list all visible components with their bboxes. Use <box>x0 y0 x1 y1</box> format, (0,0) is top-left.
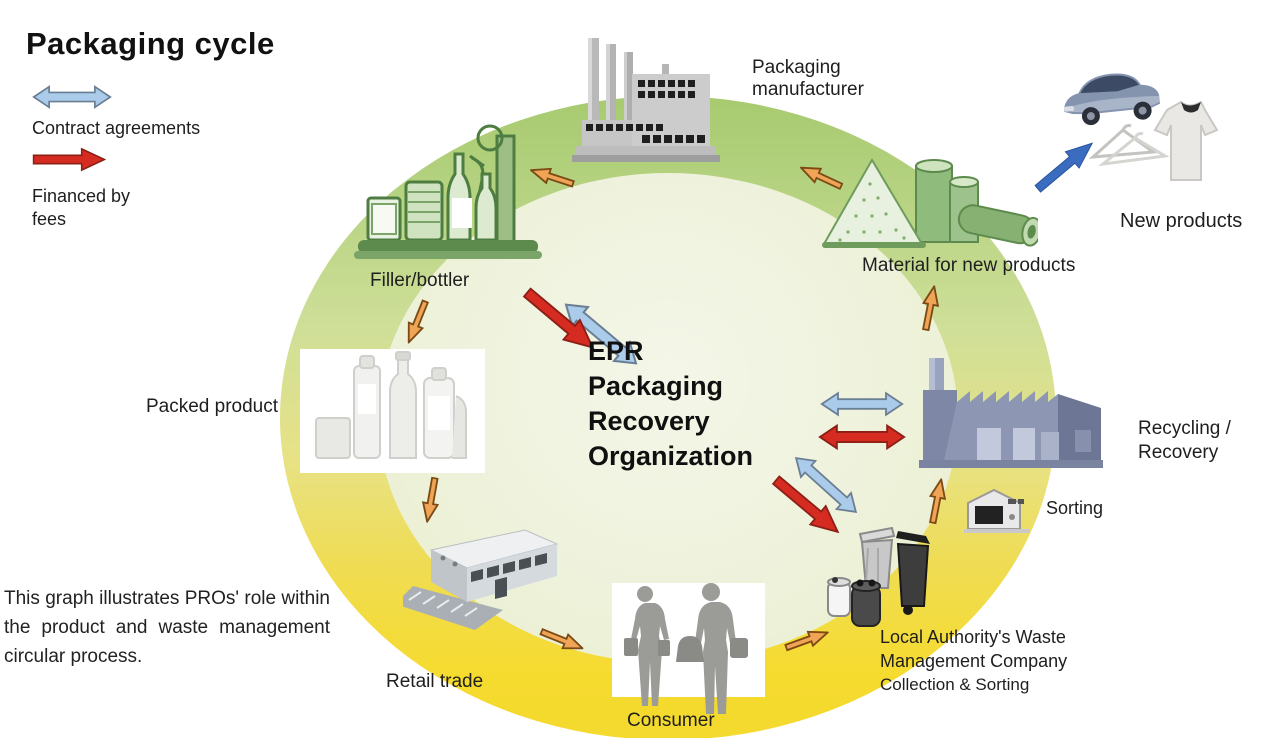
label-packaging-manufacturer-line2: manufacturer <box>752 79 864 100</box>
label-material: Material for new products <box>862 255 1076 276</box>
label-local-authority-line1: Local Authority's Waste <box>880 627 1066 647</box>
fee-arrow-filler-icon <box>513 277 608 363</box>
label-recycling-line1: Recycling / <box>1138 418 1231 439</box>
epr-line-1: EPR <box>588 336 644 366</box>
shoppers-icon <box>608 582 768 734</box>
flow-arrow-to-retail-icon <box>416 475 446 525</box>
factory-icon <box>570 28 722 162</box>
contract-arrow-waste-icon <box>785 446 867 525</box>
epr-center-label: EPR Packaging Recovery Organization <box>588 334 753 474</box>
label-packaging-manufacturer-line1: Packaging <box>752 57 841 78</box>
legend-fee-line-1: Financed by <box>32 186 131 206</box>
label-packed-product: Packed product <box>146 396 279 417</box>
fee-arrow-waste-icon <box>766 468 848 543</box>
supermarket-icon <box>403 524 563 636</box>
label-local-authority-line2: Management Company <box>880 651 1068 671</box>
legend-fee-label: Financed by fees <box>32 185 130 231</box>
legend-contract-arrow-icon <box>32 82 112 112</box>
epr-line-3: Recovery <box>588 406 710 436</box>
recycling-plant-icon <box>913 350 1109 472</box>
contract-arrow-recycling-icon <box>820 388 904 420</box>
label-consumer: Consumer <box>627 710 715 731</box>
flow-arrow-to-manufacturer-icon <box>796 157 847 196</box>
label-filler-bottler: Filler/bottler <box>370 270 470 291</box>
recycled-material-icon <box>820 148 1038 256</box>
legend-contract-label: Contract agreements <box>32 118 201 138</box>
to-new-products-arrow-icon <box>1024 127 1106 205</box>
label-local-authority: Local Authority's Waste Management Compa… <box>880 625 1067 697</box>
fee-arrow-recycling-icon <box>818 421 906 453</box>
flow-arrow-to-packed-icon <box>398 297 436 348</box>
sorting-facility-icon <box>960 487 1034 535</box>
packed-bottles-icon <box>306 344 478 472</box>
waste-bins-icon <box>826 516 942 636</box>
epr-line-4: Organization <box>588 441 754 471</box>
label-new-products: New products <box>1120 210 1243 232</box>
legend-fee-line-2: fees <box>32 209 67 229</box>
label-retail-trade: Retail trade <box>386 671 484 692</box>
car-shirt-hangers-icon <box>1055 52 1225 187</box>
flow-arrow-to-waste-icon <box>782 622 833 658</box>
contract-arrow-filler-icon <box>538 278 665 391</box>
epr-line-2: Packaging <box>588 371 724 401</box>
flow-arrow-to-material-icon <box>915 283 945 332</box>
diagram-caption: This graph illustrates PROs' role within… <box>4 588 330 667</box>
legend-fee-arrow-icon <box>32 146 106 173</box>
flow-arrow-to-recycling-icon <box>922 476 952 525</box>
label-recycling-recovery: Recycling / Recovery <box>1138 417 1231 465</box>
bottling-machine-icon <box>352 118 547 270</box>
label-sorting: Sorting <box>1046 498 1104 518</box>
diagram-title: Packaging cycle <box>26 26 275 61</box>
flow-arrow-to-consumer-icon <box>537 621 588 659</box>
flow-arrow-to-filler-icon <box>527 159 578 194</box>
label-local-authority-line3: Collection & Sorting <box>880 675 1030 694</box>
label-packaging-manufacturer: Packaging manufacturer <box>752 57 864 101</box>
label-recycling-line2: Recovery <box>1138 442 1219 463</box>
